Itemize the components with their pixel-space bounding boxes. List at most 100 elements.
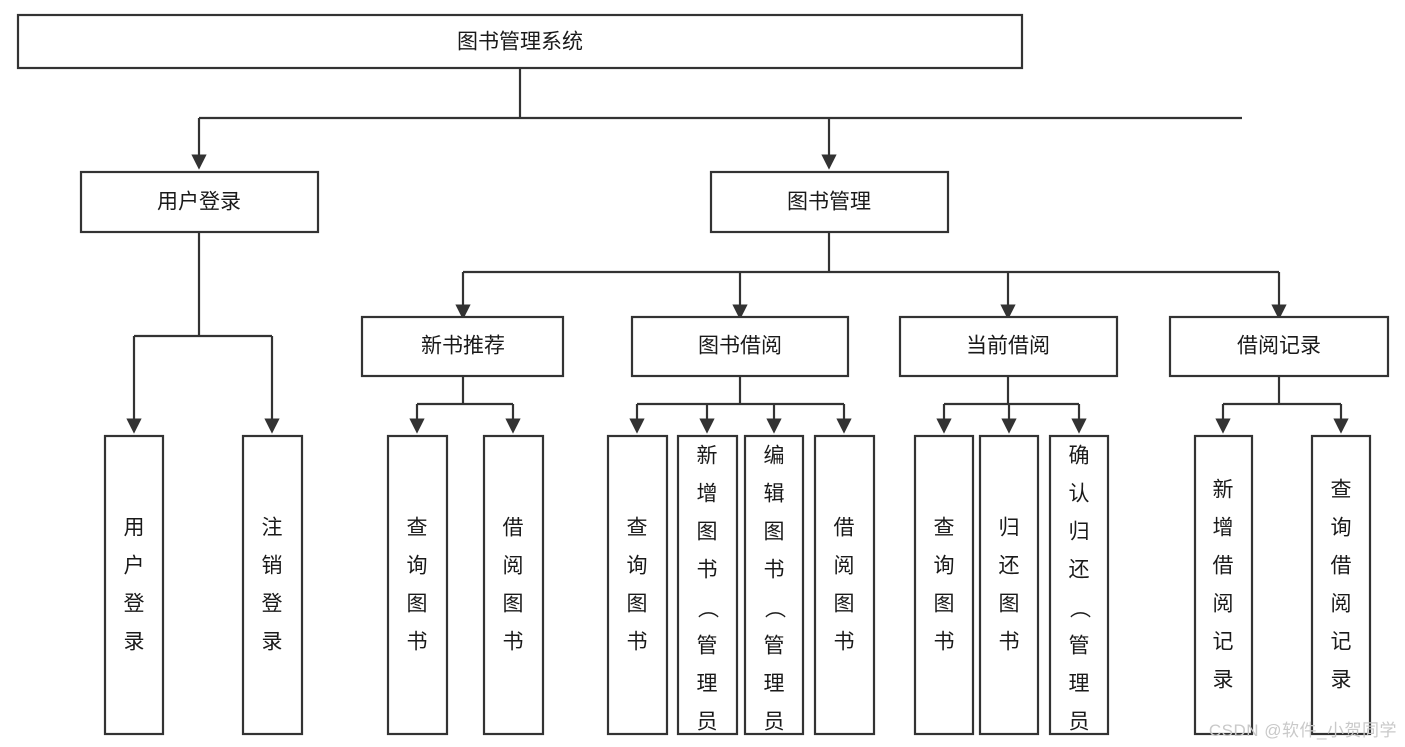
connector-book-borrow-to-leaves [629, 376, 852, 434]
node-leaf-logout-login-box [241, 434, 304, 736]
svg-text:管: 管 [1069, 635, 1090, 658]
svg-text:编: 编 [764, 445, 785, 468]
svg-text:查: 查 [934, 517, 955, 540]
node-user-login[interactable]: 用户登录 [79, 170, 320, 234]
node-leaf-borrow-book-1[interactable] [482, 434, 545, 736]
svg-text:管: 管 [764, 635, 785, 658]
svg-text:录: 录 [1213, 669, 1234, 692]
svg-text:询: 询 [627, 555, 648, 578]
node-leaf-confirm-return-box [1048, 434, 1110, 736]
node-leaf-add-record-box [1193, 434, 1254, 736]
connector-layer [126, 68, 1349, 434]
node-leaf-logout-login[interactable] [241, 434, 304, 736]
svg-text:辑: 辑 [764, 483, 785, 506]
connector-root-to-level2 [191, 68, 1242, 170]
node-user-login-box [79, 170, 320, 234]
svg-text:理: 理 [764, 673, 785, 696]
node-leaf-query-book-3-box [913, 434, 975, 736]
node-leaf-confirm-return[interactable] [1048, 434, 1110, 736]
svg-text:书: 书 [627, 631, 648, 654]
node-new-book-recommend-box [360, 315, 565, 378]
svg-text:书: 书 [934, 631, 955, 654]
svg-text:书: 书 [834, 631, 855, 654]
connector-user-login-to-leaves [126, 232, 280, 434]
node-leaf-return-book-box [978, 434, 1040, 736]
node-leaf-query-book-3[interactable] [913, 434, 975, 736]
svg-text:新: 新 [1213, 479, 1234, 502]
node-leaf-query-book-2[interactable] [606, 434, 669, 736]
svg-text:图: 图 [697, 521, 718, 544]
svg-text:图: 图 [627, 593, 648, 616]
svg-text:记: 记 [1331, 631, 1352, 654]
svg-text:（: （ [696, 598, 719, 619]
svg-text:图: 图 [764, 521, 785, 544]
node-current-borrow[interactable]: 当前借阅 [898, 315, 1119, 378]
node-leaf-return-book[interactable] [978, 434, 1040, 736]
svg-text:阅: 阅 [503, 555, 524, 578]
node-root[interactable]: 图书管理系统 [16, 13, 1024, 70]
svg-text:归: 归 [1069, 521, 1090, 544]
node-leaf-add-record[interactable] [1193, 434, 1254, 736]
node-current-borrow-label: 当前借阅 [966, 335, 1050, 358]
node-new-book-recommend-label: 新书推荐 [421, 335, 505, 358]
svg-text:图: 图 [934, 593, 955, 616]
node-leaf-user-login-label: 用户登录 [124, 517, 145, 654]
svg-text:书: 书 [697, 559, 718, 582]
svg-text:还: 还 [999, 555, 1020, 578]
connector-current-borrow-to-leaves [936, 376, 1087, 434]
node-book-manage[interactable]: 图书管理 [709, 170, 950, 234]
node-borrow-record-box [1168, 315, 1390, 378]
svg-text:注: 注 [262, 517, 283, 540]
svg-text:还: 还 [1069, 559, 1090, 582]
svg-text:（: （ [763, 598, 786, 619]
node-current-borrow-box [898, 315, 1119, 378]
svg-text:理: 理 [1069, 673, 1090, 696]
svg-text:书: 书 [764, 559, 785, 582]
svg-text:查: 查 [1331, 479, 1352, 502]
node-root-label: 图书管理系统 [457, 31, 583, 54]
svg-text:录: 录 [262, 631, 283, 654]
svg-text:阅: 阅 [834, 555, 855, 578]
node-leaf-edit-book-box [743, 434, 805, 736]
node-book-manage-label: 图书管理 [787, 191, 871, 214]
svg-text:书: 书 [503, 631, 524, 654]
svg-text:借: 借 [1331, 555, 1352, 578]
node-leaf-edit-book[interactable] [743, 434, 805, 736]
svg-text:借: 借 [834, 517, 855, 540]
svg-text:员: 员 [1069, 711, 1090, 734]
svg-text:增: 增 [697, 483, 718, 506]
node-book-borrow-box [630, 315, 850, 378]
node-leaf-query-book-1[interactable] [386, 434, 449, 736]
leaf-label-layer: 用户登录注销登录查询图书借阅图书查询图书新增图书（管理员）编辑图书（管理员）借阅… [124, 445, 1352, 734]
svg-text:书: 书 [999, 631, 1020, 654]
node-new-book-recommend[interactable]: 新书推荐 [360, 315, 565, 378]
svg-text:理: 理 [697, 673, 718, 696]
svg-text:录: 录 [124, 631, 145, 654]
svg-text:借: 借 [1213, 555, 1234, 578]
svg-text:员: 员 [697, 711, 718, 734]
leaf-node-layer [103, 434, 1372, 736]
node-leaf-query-record-box [1310, 434, 1372, 736]
node-borrow-record[interactable]: 借阅记录 [1168, 315, 1390, 378]
node-leaf-user-login[interactable] [103, 434, 165, 736]
svg-text:阅: 阅 [1213, 593, 1234, 616]
node-leaf-query-record[interactable] [1310, 434, 1372, 736]
node-leaf-borrow-book-1-box [482, 434, 545, 736]
svg-text:录: 录 [1331, 669, 1352, 692]
node-leaf-borrow-book-2[interactable] [813, 434, 876, 736]
svg-text:阅: 阅 [1331, 593, 1352, 616]
node-leaf-add-book[interactable] [676, 434, 739, 736]
svg-text:销: 销 [262, 555, 283, 578]
node-book-borrow[interactable]: 图书借阅 [630, 315, 850, 378]
svg-text:登: 登 [124, 593, 145, 616]
svg-text:用: 用 [124, 517, 145, 540]
